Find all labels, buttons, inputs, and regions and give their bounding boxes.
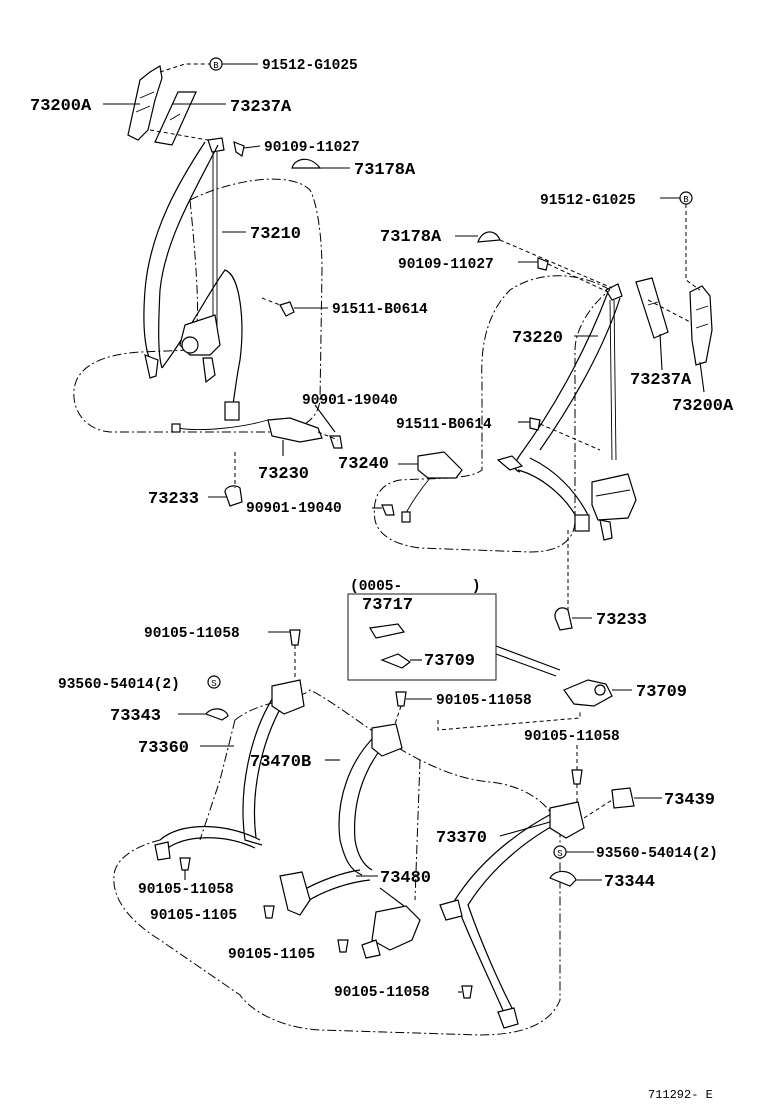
label-73470B: 73470B [250,753,311,772]
front-right-buckle [401,451,463,523]
b-marker-letter: B [213,61,219,71]
label-73200A-left: 73200A [30,97,92,116]
rear-right-retractor [563,679,613,707]
label-73233-left: 73233 [148,490,199,509]
label-0005-date-range: (0005- ) [350,579,481,595]
rear-center-belt [279,723,403,916]
label-73230: 73230 [258,465,309,484]
label-90105-g: 90105-11058 [334,985,430,1001]
rear-left-belt [154,679,305,861]
front-right-belt [496,283,637,541]
label-90105-c: 90105-11058 [524,729,620,745]
b-marker-letter: B [683,195,689,205]
rear-bolts [179,629,583,999]
label-73233-right: 73233 [596,611,647,630]
rear-right-belt [439,801,585,1029]
front-left-retractor-cover [224,485,243,507]
label-93560-left: 93560-54014(2) [58,677,180,693]
front-right-turn-cover-part [477,231,501,243]
front-left-anchor-bracket [127,65,163,141]
label-73200A-right: 73200A [672,397,734,416]
front-left-leaders [103,63,350,498]
label-90105-e: 90105-1105 [150,908,237,924]
front-right-anchor-bracket [689,285,713,366]
label-90105-d: 90105-11058 [138,882,234,898]
label-73344: 73344 [604,873,655,892]
label-91511-right: 91511-B0614 [396,417,492,433]
label-90109-right: 90109-11027 [398,257,494,273]
label-73240: 73240 [338,455,389,474]
s-marker-left: S [211,679,216,689]
front-right-cover [635,277,669,339]
label-91511-left: 91511-B0614 [332,302,428,318]
label-90105-b: 90105-11058 [436,693,532,709]
label-73480: 73480 [380,869,431,888]
s-marker-right: S [557,849,562,859]
label-73220: 73220 [512,329,563,348]
label-90901-left-a: 90901-19040 [302,393,398,409]
label-90901-left-b: 90901-19040 [246,501,342,517]
label-73237A-right: 73237A [630,371,692,390]
label-73237A-left: 73237A [230,98,292,117]
label-73210: 73210 [250,225,301,244]
front-right-retractor-cover [554,607,573,631]
bolt-b-marker-left: B [209,57,223,71]
front-left-turn-cover-part [291,158,322,169]
front-left-belt [143,137,243,421]
bolt-b-marker-right: B [679,191,693,205]
label-73709-inset: 73709 [424,652,475,671]
front-left-buckle [171,417,323,443]
front-right-leaders [372,197,705,619]
label-93560-right: 93560-54014(2) [596,846,718,862]
label-91512-left: 91512-G1025 [262,58,358,74]
label-73178A-right: 73178A [380,228,442,247]
label-73178A-left: 73178A [354,161,416,180]
label-73709: 73709 [636,683,687,702]
rear-center-buckle [361,905,421,959]
front-right-bolts [381,257,549,516]
s-marker-letter: S [557,849,562,859]
label-91512-right: 91512-G1025 [540,193,636,209]
rear-small-parts [205,675,635,887]
rear-leaders [178,631,662,993]
label-90105-f: 90105-1105 [228,947,315,963]
label-90109-left: 90109-11027 [264,140,360,156]
inset-box [347,593,561,681]
illustration-code: 711292- E [648,1088,713,1102]
label-90105-a: 90105-11058 [144,626,240,642]
front-left-cover [154,91,197,146]
front-right-seat-outline [373,275,611,553]
label-73717: 73717 [362,596,413,615]
label-73343: 73343 [110,707,161,726]
label-73439: 73439 [664,791,715,810]
front-left-seat-outline [73,178,323,433]
front-left-bolts [233,141,343,449]
label-73370: 73370 [436,829,487,848]
label-73360: 73360 [138,739,189,758]
s-marker-letter: S [211,679,216,689]
